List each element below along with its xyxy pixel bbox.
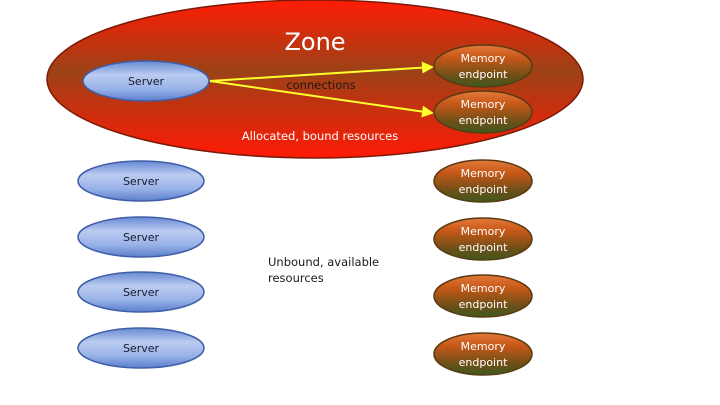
bound-server-label: Server <box>128 75 165 88</box>
unbound-server-node-3[interactable]: Server <box>77 271 205 313</box>
memory-label-line1: Memory <box>461 52 506 65</box>
connection-arrow-2 <box>209 80 434 118</box>
unbound-server-node-1[interactable]: Server <box>77 160 205 202</box>
unbound-server-label: Server <box>123 286 160 299</box>
connections: connections <box>209 61 434 118</box>
zone-title: Zone <box>284 28 345 56</box>
memory-label-line2: endpoint <box>459 298 508 311</box>
unbound-server-shape <box>77 216 205 258</box>
memory-label-line2: endpoint <box>459 68 508 81</box>
unbound-server-node-2[interactable]: Server <box>77 216 205 258</box>
bound-memory-shape <box>433 44 533 88</box>
bound-server-node[interactable]: Server <box>82 60 210 102</box>
bound-server-shape <box>82 60 210 102</box>
bound-memory-node-2[interactable]: Memory endpoint <box>433 90 533 134</box>
memory-label-line2: endpoint <box>459 356 508 369</box>
connections-label: connections <box>286 78 355 92</box>
unbound-server-shape <box>77 271 205 313</box>
zone-caption: Allocated, bound resources <box>242 129 398 143</box>
unbound-memory-shape <box>433 217 533 261</box>
bound-memory-node-1[interactable]: Memory endpoint <box>433 44 533 88</box>
memory-label-line1: Memory <box>461 225 506 238</box>
unbound-server-label: Server <box>123 342 160 355</box>
memory-label-line1: Memory <box>461 167 506 180</box>
unbound-memory-node-1[interactable]: Memory endpoint <box>433 159 533 203</box>
memory-label-line2: endpoint <box>459 114 508 127</box>
unbound-memory-shape <box>433 159 533 203</box>
unbound-memory-node-4[interactable]: Memory endpoint <box>433 332 533 376</box>
unbound-server-label: Server <box>123 231 160 244</box>
unbound-server-label: Server <box>123 175 160 188</box>
unbound-memory-node-3[interactable]: Memory endpoint <box>433 274 533 318</box>
unbound-memory-shape <box>433 274 533 318</box>
unbound-label-line2: resources <box>268 271 324 285</box>
memory-label-line1: Memory <box>461 282 506 295</box>
connection-arrow-1 <box>209 61 434 82</box>
unbound-server-shape <box>77 327 205 369</box>
unbound-memory-node-2[interactable]: Memory endpoint <box>433 217 533 261</box>
unbound-memory-shape <box>433 332 533 376</box>
memory-label-line1: Memory <box>461 98 506 111</box>
unbound-label-line1: Unbound, available <box>268 255 379 269</box>
unbound-server-node-4[interactable]: Server <box>77 327 205 369</box>
unbound-resources-label: Unbound, available resources <box>268 255 379 285</box>
memory-label-line1: Memory <box>461 340 506 353</box>
memory-label-line2: endpoint <box>459 241 508 254</box>
bound-memory-shape <box>433 90 533 134</box>
unbound-server-shape <box>77 160 205 202</box>
memory-label-line2: endpoint <box>459 183 508 196</box>
